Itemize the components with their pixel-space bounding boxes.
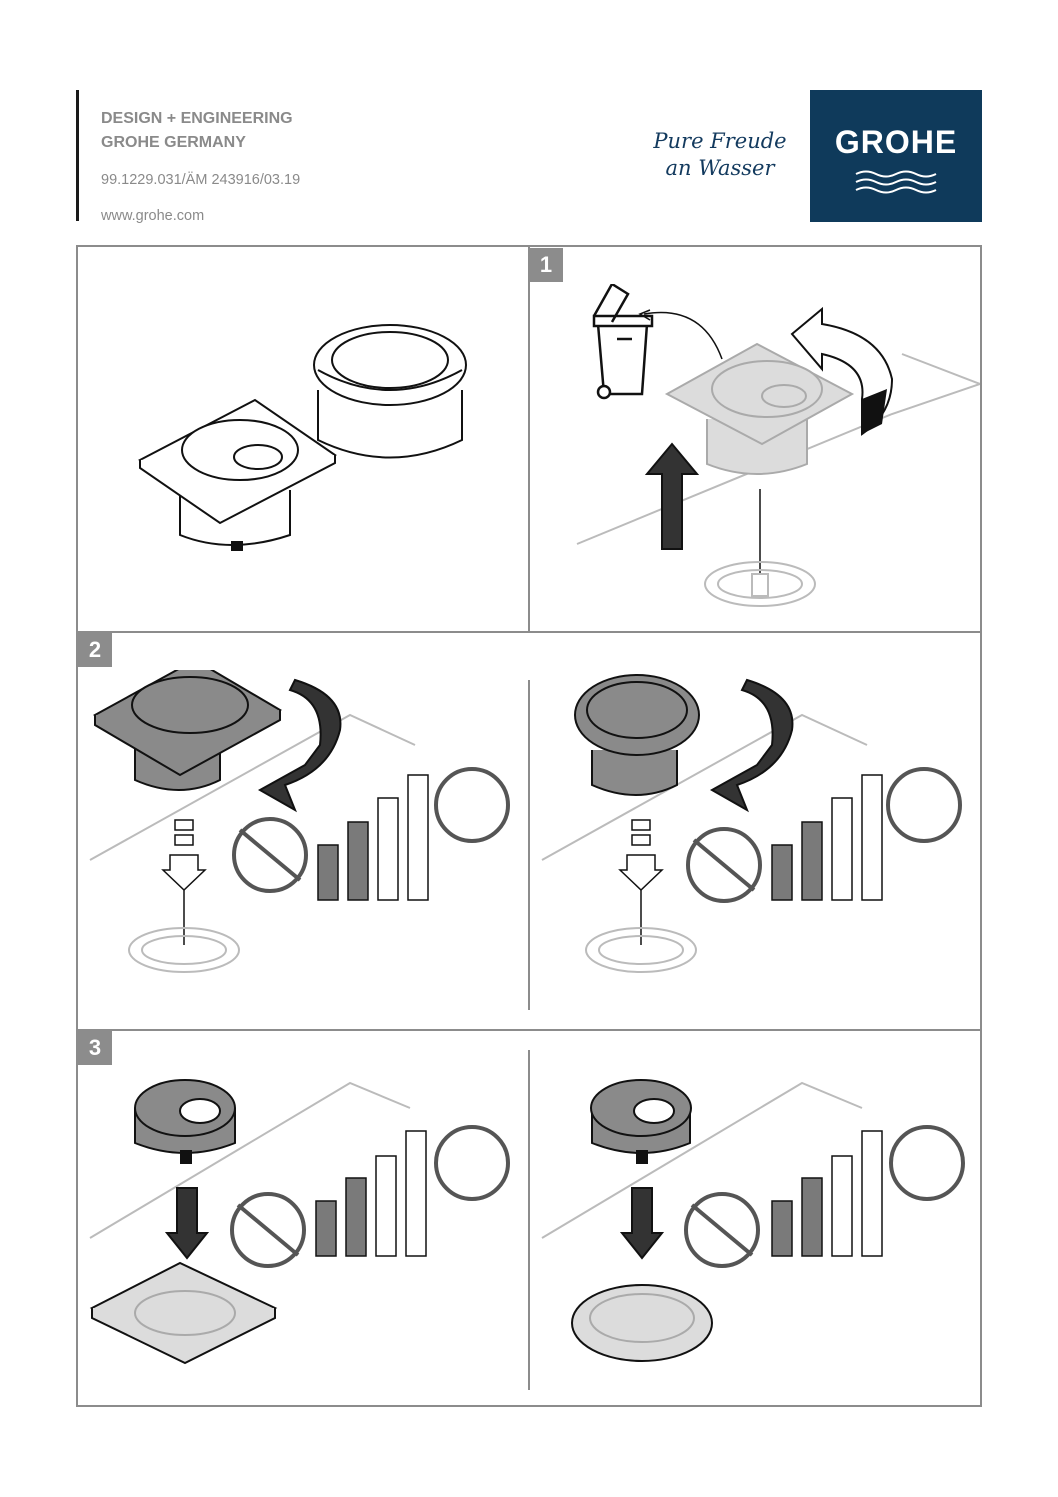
up-arrow-icon [644,442,700,550]
force-icon [886,767,962,843]
logo-text: GROHE [834,124,958,160]
step2-round-unscrew-illustration [541,674,962,973]
grohe-logo: GROHE [810,90,982,222]
slogan-line-1: Pure Freude [653,129,787,153]
slogan: Pure Freude an Wasser [640,128,800,182]
row-divider-2 [76,1029,982,1031]
step-number-1: 1 [529,248,563,282]
force-level-bars-icon [771,774,883,901]
no-force-icon [684,1192,760,1268]
row-divider-1 [76,631,982,633]
document-code: 99.1229.031/ÄM 243916/03.19 [101,172,301,188]
force-icon [434,1125,510,1201]
product-overview-illustration [138,324,467,551]
rotate-arrow-icon [709,678,794,813]
company-line-2: GROHE GERMANY [101,134,246,151]
step3-square-reassemble-illustration [89,1079,510,1365]
trash-bin-icon [592,284,654,400]
square-cover-part [138,398,337,551]
no-force-icon [232,817,308,893]
step3-round-reassemble-illustration [541,1079,965,1362]
round-cover-part [313,324,467,459]
header-accent-bar [76,90,79,221]
no-force-icon [686,827,762,903]
step1-remove-illustration [576,284,980,607]
no-force-icon [230,1192,306,1268]
slogan-line-2: an Wasser [665,156,775,180]
column-divider-row3 [528,1050,530,1390]
column-divider-row2 [528,680,530,1010]
force-icon [434,767,510,843]
logo-waves-icon [855,170,937,194]
down-arrow-icon [618,819,664,892]
step-number-3: 3 [78,1031,112,1065]
force-level-bars-icon [771,1130,883,1257]
drain-outline [704,561,816,607]
column-divider-row1 [528,245,530,631]
square-cover-grey [664,342,855,475]
step-number-2: 2 [78,633,112,667]
down-arrow-icon [164,1187,210,1260]
rotate-arrow-icon [257,678,342,813]
step2-square-unscrew-illustration [89,670,510,973]
force-icon [889,1125,965,1201]
force-level-bars-icon [317,774,429,901]
website-link[interactable]: www.grohe.com [101,208,205,224]
company-line-1: DESIGN + ENGINEERING [101,110,293,127]
down-arrow-icon [619,1187,665,1260]
down-arrow-icon [161,819,207,892]
force-level-bars-icon [315,1130,427,1257]
